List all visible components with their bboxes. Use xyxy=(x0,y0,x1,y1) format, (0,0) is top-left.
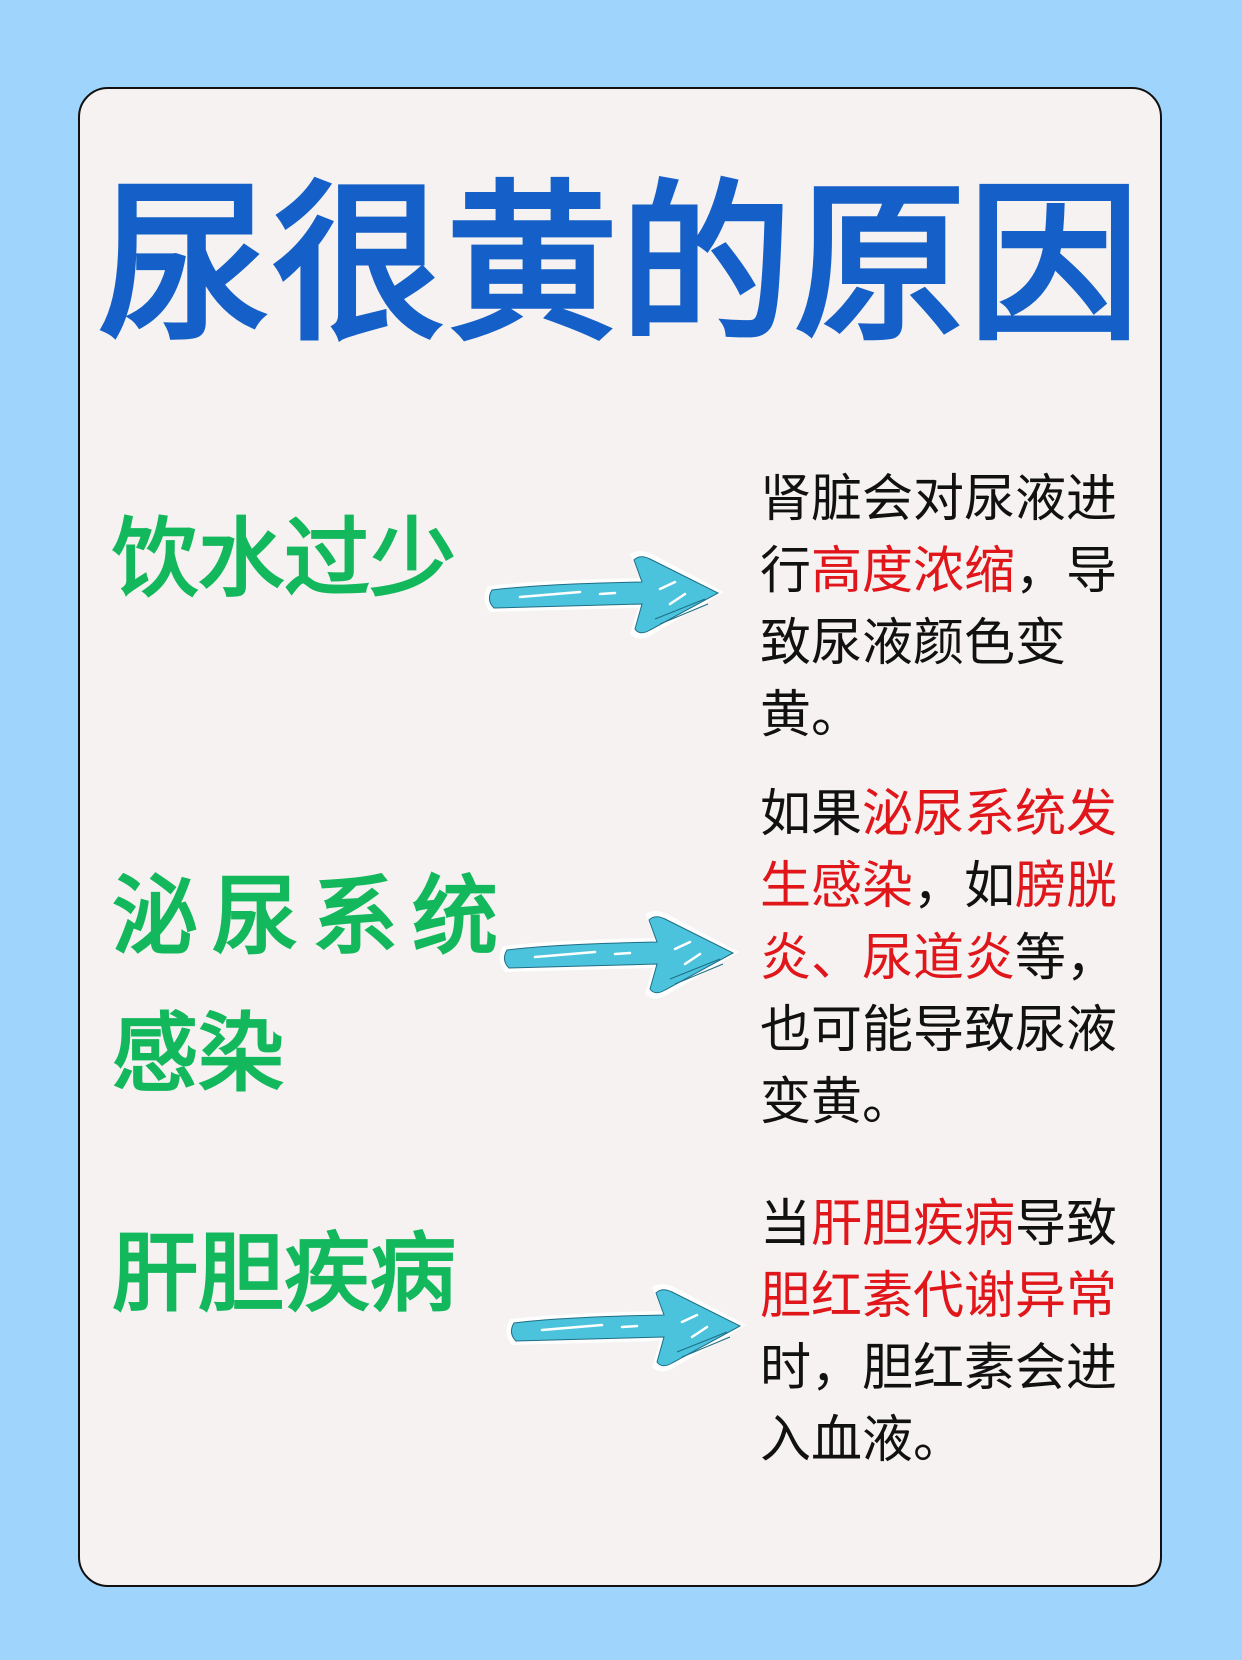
desc-highlight: 肝胆疾病 xyxy=(811,1195,1016,1254)
description-urinary-infection: 如果泌尿系统发生感染，如膀胱炎、尿道炎等，也可能导致尿液变黄。 xyxy=(760,779,1140,1139)
desc-highlight: 泌尿系统发生感染 xyxy=(760,785,1118,916)
desc-highlight: 胆红素代谢异常 xyxy=(760,1267,1118,1326)
infographic-card: 尿很黄的原因 饮水过少 肾脏会对尿液进行高度浓缩，导致尿液颜色变黄。 泌尿系统 … xyxy=(78,87,1162,1587)
desc-text: 当 xyxy=(760,1195,812,1254)
desc-text: ，导致尿液颜色变黄。 xyxy=(760,542,1118,745)
cause-label-dehydration: 饮水过少 xyxy=(112,509,456,609)
arrow-right-icon xyxy=(499,911,739,999)
desc-text: 等，也可能导致尿液变黄。 xyxy=(760,929,1118,1132)
cause-label-liver-gallbladder: 肝胆疾病 xyxy=(112,1224,456,1324)
desc-text: 肾脏会对尿液进行 xyxy=(760,470,1118,601)
desc-text: ，如 xyxy=(913,857,1016,916)
cause-label-urinary-infection-line2: 感染 xyxy=(112,1004,284,1104)
description-dehydration: 肾脏会对尿液进行高度浓缩，导致尿液颜色变黄。 xyxy=(760,464,1140,752)
cause-label-urinary-infection-line1: 泌尿系统 xyxy=(112,867,512,967)
desc-text: 时，胆红素会进入血液。 xyxy=(760,1339,1118,1470)
desc-text: 如果 xyxy=(760,785,863,844)
description-liver-gallbladder: 当肝胆疾病导致胆红素代谢异常时，胆红素会进入血液。 xyxy=(760,1189,1140,1477)
arrow-right-icon xyxy=(506,1284,746,1372)
desc-highlight: 高度浓缩 xyxy=(811,542,1016,601)
desc-highlight: 膀胱炎、尿道炎 xyxy=(760,857,1118,988)
desc-text: 导致 xyxy=(1015,1195,1118,1254)
arrow-right-icon xyxy=(484,551,724,639)
page-title: 尿很黄的原因 xyxy=(98,164,1142,365)
